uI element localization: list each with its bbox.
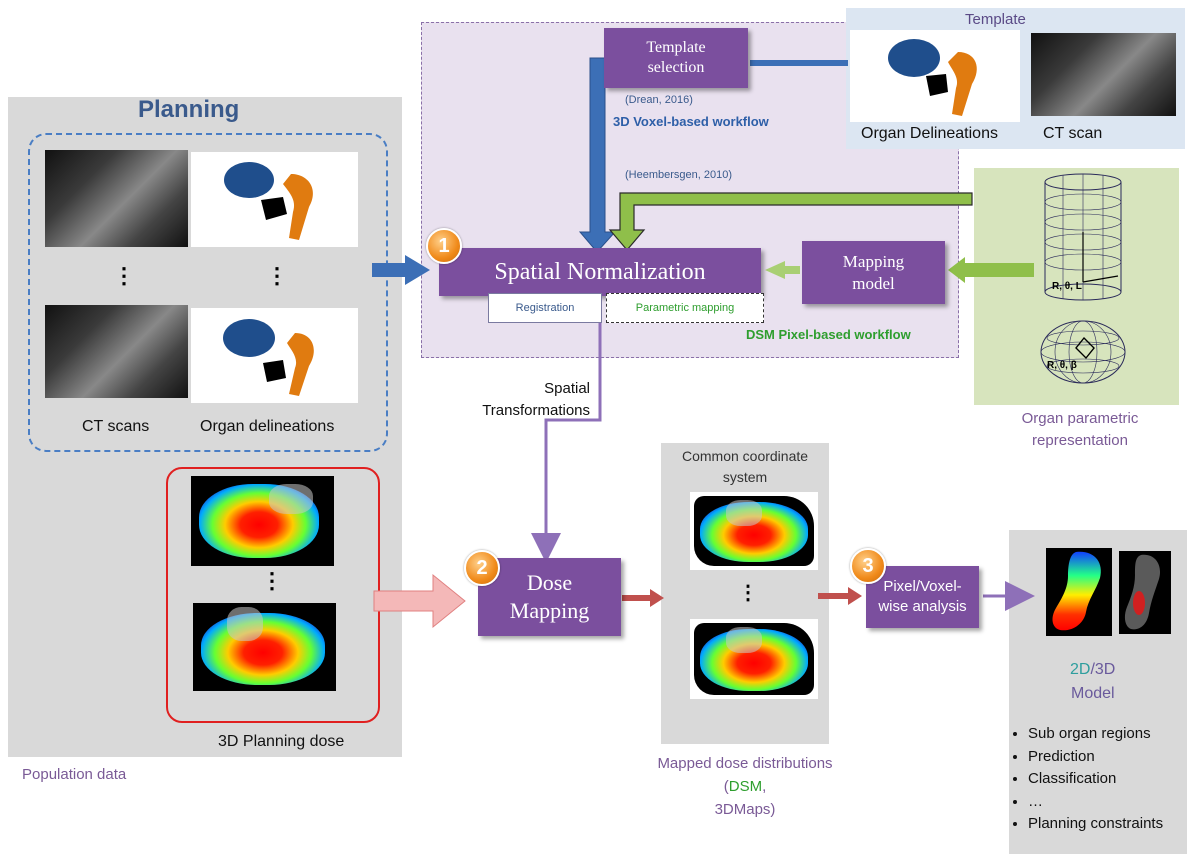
- step-1-badge: 1: [426, 228, 462, 264]
- mapped-dose-comma: ,: [762, 778, 767, 795]
- planning-title: Planning: [138, 96, 240, 123]
- mapped-dose-prefix: Mapped dose distributions (: [657, 755, 833, 795]
- planning-dose-label: 3D Planning dose: [218, 733, 345, 750]
- parametric-mapping-label: Parametric mapping: [635, 302, 735, 314]
- ct-scan-image-1: [45, 150, 188, 247]
- dose-image-2: [193, 603, 336, 691]
- voxel-workflow-label: 3D Voxel-based workflow: [613, 114, 769, 129]
- bullet-item: Classification: [1028, 768, 1187, 791]
- cylinder-icon: [1044, 173, 1122, 301]
- model-title-2d: 2D: [1070, 661, 1091, 678]
- heembersgen-citation: (Heembersgen, 2010): [625, 169, 733, 181]
- ellipsis-ct: ⋮: [113, 263, 135, 288]
- dose-image-1: [191, 476, 334, 566]
- template-organ-image: [850, 30, 1020, 122]
- registration-label: Registration: [515, 302, 575, 314]
- model-title: 2D/3D: [1070, 661, 1115, 679]
- dose-mapping-label: Dose Mapping: [509, 570, 590, 623]
- model-image-gray: [1119, 551, 1171, 634]
- analysis-label: Pixel/Voxel-wise analysis: [878, 578, 967, 615]
- ellipsis-mapped: ⋮: [738, 582, 758, 604]
- registration-tag: Registration: [488, 293, 602, 323]
- drean-citation: (Drean, 2016): [625, 94, 693, 106]
- cylinder-coords: R, θ, L: [1052, 281, 1082, 292]
- organ-parametric-label: Organ parametric representation: [1021, 410, 1139, 449]
- bullet-item: Planning constraints: [1028, 813, 1187, 836]
- bullet-item: Sub organ regions: [1028, 723, 1187, 746]
- mapping-model-label: Mapping model: [842, 251, 905, 293]
- population-data-label: Population data: [22, 766, 127, 783]
- step-3-badge: 3: [850, 548, 886, 584]
- model-image-color: [1046, 548, 1112, 636]
- planning-dashed-box: [28, 133, 388, 452]
- template-selection-box[interactable]: Template selection: [604, 28, 748, 88]
- organ-param-panel: [974, 168, 1179, 405]
- mapped-dose-3dmaps: 3DMaps): [714, 801, 776, 818]
- ct-scans-label: CT scans: [82, 418, 150, 435]
- common-coordinate-title: Common coordinate system: [681, 448, 809, 485]
- mapped-dose-dsm: DSM: [728, 778, 763, 795]
- template-ct-image: [1031, 33, 1176, 116]
- sphere-coords: R, θ, β: [1047, 360, 1077, 371]
- organ-delineation-image-1: [191, 152, 358, 247]
- mapped-dose-image-1: [690, 492, 818, 570]
- step-2-badge: 2: [464, 550, 500, 586]
- dose-mapping-box[interactable]: Dose Mapping: [478, 558, 621, 636]
- template-selection-label: Template selection: [646, 39, 706, 76]
- organ-delineation-image-2: [191, 308, 358, 403]
- mapping-model-box[interactable]: Mapping model: [802, 241, 945, 304]
- ct-scan-image-2: [45, 305, 188, 398]
- dsm-workflow-label: DSM Pixel-based workflow: [746, 327, 911, 342]
- template-ct-label: CT scan: [1043, 125, 1103, 142]
- organ-delineations-label: Organ delineations: [200, 418, 335, 435]
- sphere-icon: [1040, 320, 1126, 384]
- bullet-item: Prediction: [1028, 746, 1187, 769]
- template-organ-label: Organ Delineations: [861, 125, 998, 142]
- template-title: Template: [965, 11, 1026, 28]
- model-title-model: Model: [1071, 685, 1115, 702]
- ellipsis-dose: ⋮: [261, 568, 283, 593]
- analysis-box[interactable]: Pixel/Voxel-wise analysis: [866, 566, 979, 628]
- mapped-dose-label: Mapped dose distributions (DSM, 3DMaps): [648, 752, 842, 821]
- mapped-dose-image-2: [690, 619, 818, 699]
- ellipsis-organ: ⋮: [266, 263, 288, 288]
- spatial-normalization-box[interactable]: Spatial Normalization: [439, 248, 761, 296]
- parametric-mapping-tag: Parametric mapping: [606, 293, 764, 323]
- model-bullets: Sub organ regions Prediction Classificat…: [1010, 723, 1187, 836]
- model-title-3d: /3D: [1090, 661, 1116, 678]
- spatial-normalization-label: Spatial Normalization: [494, 258, 706, 285]
- spatial-transformations-label: Spatial Transformations: [482, 380, 590, 419]
- bullet-item: …: [1028, 791, 1187, 814]
